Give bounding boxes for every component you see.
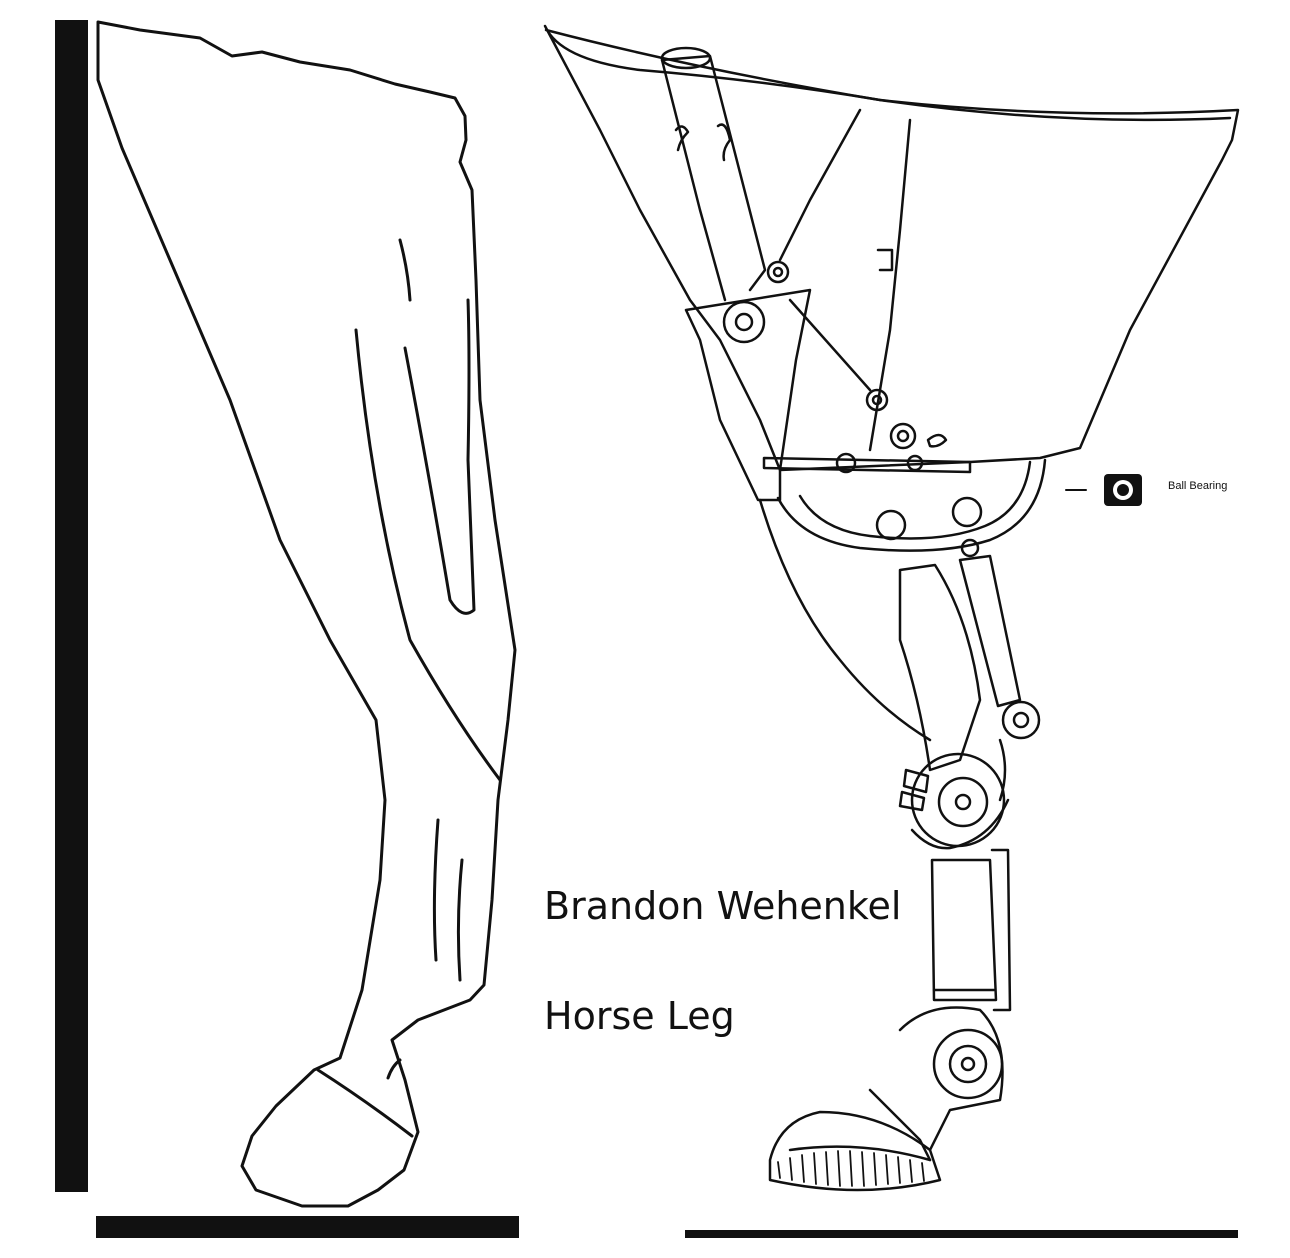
title-caption: Horse Leg [544,994,735,1038]
hip-housing [543,24,1240,472]
horizontal-scale-bar-left [96,1216,519,1238]
legend-label: Ball Bearing [1168,480,1228,492]
fetlock-joint [932,1028,1004,1100]
vertical-scale-bar [55,20,88,1192]
mechanical-hoof [768,1110,942,1192]
author-caption: Brandon Wehenkel [544,884,902,928]
knee-joint [910,752,1006,848]
ball-bearing-icon [1104,474,1142,506]
ball-bearing-housing [776,458,1047,552]
natural-horse-leg [96,20,517,1208]
mechanical-horse-leg [543,24,1240,1192]
horizontal-scale-bar-right [685,1230,1238,1238]
